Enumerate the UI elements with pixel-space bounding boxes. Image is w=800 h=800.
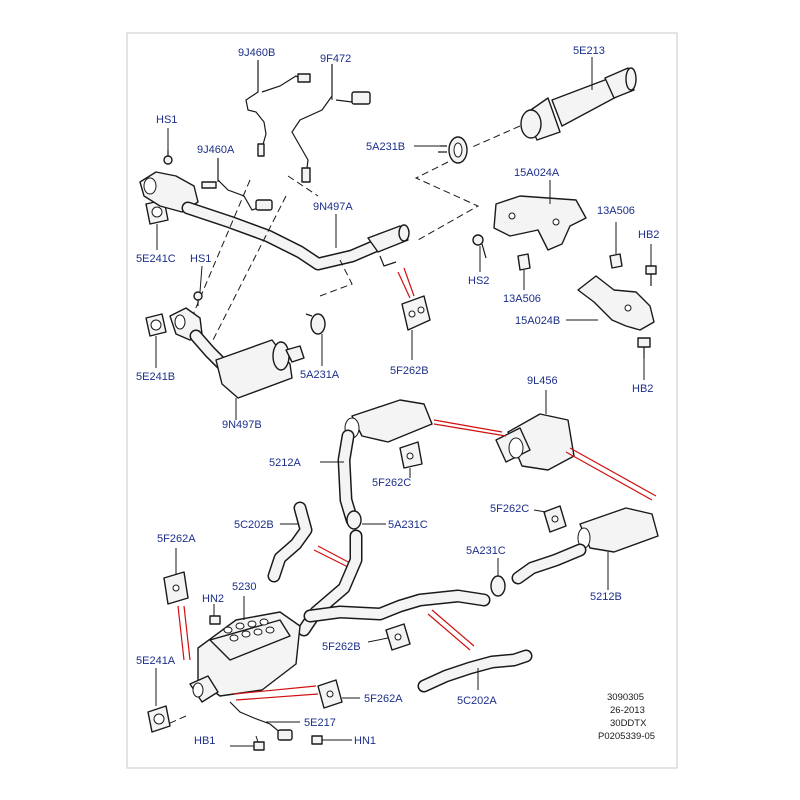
part-9N497A-front-pipe[interactable] [139,171,410,271]
part-5F262C-hanger-right[interactable] [533,505,567,533]
diagram-frame [126,32,678,769]
label-9J460B[interactable]: 9J460B [238,47,275,59]
label-13A506-right[interactable]: 13A506 [597,205,635,217]
dash-line [167,715,187,725]
label-5F262A-right[interactable]: 5F262A [364,693,403,705]
label-5C202A[interactable]: 5C202A [457,695,497,707]
label-5E217[interactable]: 5E217 [304,717,336,729]
label-5F262C-right[interactable]: 5F262C [490,503,529,515]
part-HS2-screw[interactable] [472,234,487,272]
label-HB2-top[interactable]: HB2 [638,229,659,241]
label-5A231C-mid[interactable]: 5A231C [388,519,428,531]
ref-line-3: 30DDTX [610,718,647,729]
label-9N497B[interactable]: 9N497B [222,419,262,431]
label-HS2[interactable]: HS2 [468,275,489,287]
part-9J460A-sensor[interactable] [201,158,273,211]
label-5E241B[interactable]: 5E241B [136,371,175,383]
label-5F262A-left[interactable]: 5F262A [157,533,196,545]
dash-line [255,735,259,743]
part-5A231C-clamp-mid[interactable] [346,510,386,530]
ref-line-2: 26-2013 [610,705,645,716]
part-5212A-muffler[interactable] [320,399,433,527]
label-5212B[interactable]: 5212B [590,591,622,603]
label-HS1-mid[interactable]: HS1 [190,253,211,265]
label-5F262B-top[interactable]: 5F262B [390,365,429,377]
center-pipe [297,529,491,637]
label-15A024B[interactable]: 15A024B [515,315,560,327]
dash-line [287,175,319,197]
pointer-line [313,545,353,569]
label-5A231B[interactable]: 5A231B [366,141,405,153]
part-5230-converter[interactable] [189,596,301,703]
part-5F262A-hanger-left[interactable] [163,548,189,605]
part-5E241B-gasket[interactable] [145,313,167,368]
pointer-line [177,605,191,661]
part-5E241A-gasket[interactable] [147,668,171,733]
label-13A506-left[interactable]: 13A506 [503,293,541,305]
label-HN1[interactable]: HN1 [354,735,376,747]
dash-line [211,195,287,343]
label-5E241A[interactable]: 5E241A [136,655,176,667]
part-13A506-nut-left[interactable] [517,253,531,290]
part-5C202A-pipe[interactable] [417,649,533,693]
pointer-line [233,685,319,701]
part-9L456-heat-shield[interactable] [495,390,575,471]
part-HB2-bolt-bottom[interactable] [637,337,651,380]
ref-line-4: P0205339-05 [598,731,655,742]
pointer-line [433,419,507,437]
dash-line [183,179,251,337]
part-HS1-screw-top[interactable] [163,128,173,165]
label-15A024A[interactable]: 15A024A [514,167,560,179]
pointer-line [565,447,657,501]
label-5E213[interactable]: 5E213 [573,45,605,57]
label-9F472[interactable]: 9F472 [320,53,351,65]
part-5C202B-pipe[interactable] [267,501,313,583]
dash-line [319,259,353,297]
part-HB1-bolt[interactable] [230,741,265,751]
part-5A231C-clamp-right[interactable] [490,558,506,597]
part-15A024B-bracket[interactable] [566,275,655,331]
part-5A231A-clamp[interactable] [305,313,326,366]
label-5E241C[interactable]: 5E241C [136,253,176,265]
part-9F472-sensor[interactable] [291,64,371,183]
dash-line [469,125,521,149]
ref-line-1: 3090305 [607,692,644,703]
dash-line [414,161,480,241]
part-HS1-screw-mid[interactable] [193,265,203,306]
part-15A024A-bracket[interactable] [493,180,587,251]
part-5E213-converter[interactable] [520,57,637,141]
label-5F262B-bottom[interactable]: 5F262B [322,641,361,653]
label-9N497A[interactable]: 9N497A [313,201,353,213]
label-5212A[interactable]: 5212A [269,457,301,469]
label-HS1-top[interactable]: HS1 [156,114,177,126]
label-5F262C-mid[interactable]: 5F262C [372,477,411,489]
part-5E217-sensor[interactable] [229,701,300,741]
part-5F262C-hanger-mid[interactable] [399,441,423,478]
label-5A231A[interactable]: 5A231A [300,369,340,381]
label-HN2[interactable]: HN2 [202,593,224,605]
part-HN2-nut[interactable] [209,604,221,625]
part-13A506-nut-right[interactable] [609,222,623,269]
part-5212B-muffler[interactable] [511,507,659,590]
part-5A231B-clamp[interactable] [414,136,468,164]
part-5F262A-hanger-right[interactable] [317,679,360,709]
part-9J460B-sensor[interactable] [245,60,311,157]
label-5C202B[interactable]: 5C202B [234,519,274,531]
label-9J460A[interactable]: 9J460A [197,144,235,156]
part-HN1-nut[interactable] [311,735,352,745]
label-HB2-bottom[interactable]: HB2 [632,383,653,395]
part-5F262B-hanger-top[interactable] [397,267,431,360]
label-5230[interactable]: 5230 [232,581,256,593]
label-5A231C-right[interactable]: 5A231C [466,545,506,557]
label-HB1[interactable]: HB1 [194,735,215,747]
pointer-line [427,609,475,651]
part-5F262B-hanger-bottom[interactable] [367,623,411,651]
part-HB2-bolt-top[interactable] [645,244,657,286]
part-9N497B-dpf[interactable] [169,307,305,420]
label-9L456[interactable]: 9L456 [527,375,558,387]
